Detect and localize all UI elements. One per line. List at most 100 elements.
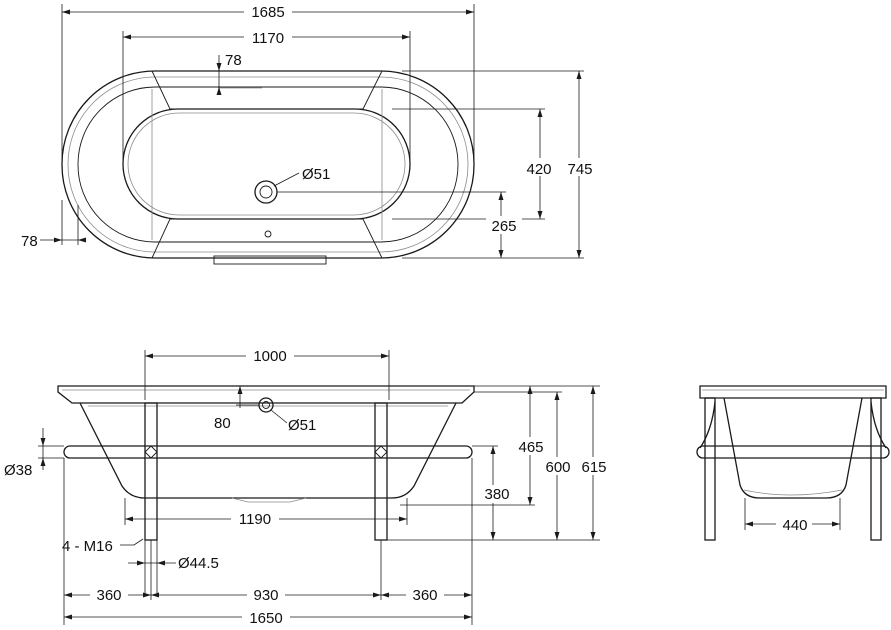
dim-label-bg <box>478 485 514 503</box>
dim-label-bg <box>776 515 812 533</box>
dim-arrow <box>123 34 131 40</box>
dim-arrow <box>537 211 543 219</box>
dim-arrow <box>745 521 753 527</box>
front-waste-label: Ø51 <box>288 417 316 434</box>
dim-arrow <box>527 386 533 394</box>
front-leg-2 <box>374 402 388 541</box>
front-rail <box>63 445 473 459</box>
front-waste-fitting <box>231 497 307 503</box>
top-rim-edge <box>67 76 469 253</box>
dim-label-bg <box>521 158 557 176</box>
side-basin-bottom <box>743 489 843 496</box>
dim-label-bg <box>247 585 285 603</box>
dim-arrow <box>137 560 145 566</box>
dim-360-left-label: 360 <box>96 587 121 604</box>
dim-265-label: 265 <box>491 218 516 235</box>
dim-arrow <box>466 9 474 15</box>
dim-arrow <box>381 353 389 359</box>
dim-label-bg <box>242 608 290 626</box>
front-basin <box>79 402 457 499</box>
front-waste-outer <box>258 397 274 413</box>
dim-arrow <box>40 458 46 466</box>
dim-930-label: 930 <box>253 587 278 604</box>
dim-arrow <box>490 446 496 454</box>
side-leg-left <box>704 397 716 541</box>
front-leg-1 <box>144 402 158 541</box>
m16-leader <box>120 538 144 546</box>
dim-label-bg <box>231 509 279 527</box>
dim-380-label: 380 <box>484 486 509 503</box>
dim-1650-label: 1650 <box>249 610 282 627</box>
dim-arrow <box>125 516 133 522</box>
dim-arrow <box>78 237 86 243</box>
dim-arrow <box>237 386 243 394</box>
dim-arrow <box>399 516 407 522</box>
dim-arrow <box>64 592 72 598</box>
dim-arrow <box>216 63 222 71</box>
dim-arrow <box>54 237 62 243</box>
dim-745-label: 745 <box>567 161 592 178</box>
dim-600-label: 600 <box>545 459 570 476</box>
dim-360-right-label: 360 <box>412 587 437 604</box>
front-waste-leader <box>270 409 288 424</box>
dim-1170-label: 1170 <box>252 30 284 47</box>
dim-arrow <box>373 592 381 598</box>
dim-arrow <box>381 592 389 598</box>
dim-440-label: 440 <box>782 517 807 534</box>
dim-38-label: Ø38 <box>4 462 32 479</box>
foot-diameter-label: Ø44.5 <box>178 555 219 572</box>
side-rail-curve-right <box>870 401 887 449</box>
dim-arrow <box>590 532 596 540</box>
dim-1685-label: 1685 <box>251 4 284 21</box>
top-overflow-housing <box>213 255 327 265</box>
dim-arrow <box>554 532 560 540</box>
dim-arrow <box>537 109 543 117</box>
dim-arrow <box>490 532 496 540</box>
dim-label-bg <box>576 457 612 475</box>
top-front-shelf <box>151 218 383 259</box>
top-outer-rim <box>61 70 475 259</box>
top-waste-outer <box>254 180 278 204</box>
dim-arrow <box>402 34 410 40</box>
dim-arrow <box>62 9 70 15</box>
dim-arrow <box>590 386 596 394</box>
side-rail-curve-left <box>699 401 716 449</box>
dim-arrow <box>576 250 582 258</box>
dim-arrow <box>527 497 533 505</box>
dim-label-bg <box>486 216 522 234</box>
top-inner-rim <box>77 86 459 243</box>
front-waste-inner <box>262 401 270 409</box>
dim-label-bg <box>244 2 292 20</box>
thread-label: 4 - M16 <box>62 538 113 555</box>
top-waste-label: Ø51 <box>302 166 330 183</box>
side-basin <box>723 397 863 499</box>
dim-78-side-label: 78 <box>21 233 38 250</box>
dim-label-bg <box>90 585 128 603</box>
dim-80-label: 80 <box>214 415 231 432</box>
side-rim <box>699 385 887 399</box>
dim-arrow <box>40 438 46 446</box>
dim-label-bg <box>540 457 576 475</box>
dim-arrow <box>157 560 165 566</box>
dim-arrow <box>145 353 153 359</box>
dim-arrow <box>143 592 151 598</box>
dim-arrow <box>464 614 472 620</box>
front-rail-joint-1 <box>144 445 158 459</box>
front-view: 1000 80 Ø51 Ø38 465 600 <box>4 346 612 627</box>
top-back-shelf <box>151 70 383 110</box>
dim-arrow <box>151 592 159 598</box>
dim-465-label: 465 <box>518 439 543 456</box>
dim-1000-label: 1000 <box>253 348 286 365</box>
side-leg-right <box>870 397 882 541</box>
side-view: 440 <box>696 385 890 541</box>
front-rail-joint-2 <box>374 445 388 459</box>
dim-arrow <box>576 71 582 79</box>
side-rail <box>696 445 890 459</box>
dim-1190-label: 1190 <box>239 511 271 528</box>
dim-label-bg <box>513 437 549 455</box>
dim-arrow <box>832 521 840 527</box>
dim-420-label: 420 <box>526 161 551 178</box>
dim-label-bg <box>406 585 444 603</box>
